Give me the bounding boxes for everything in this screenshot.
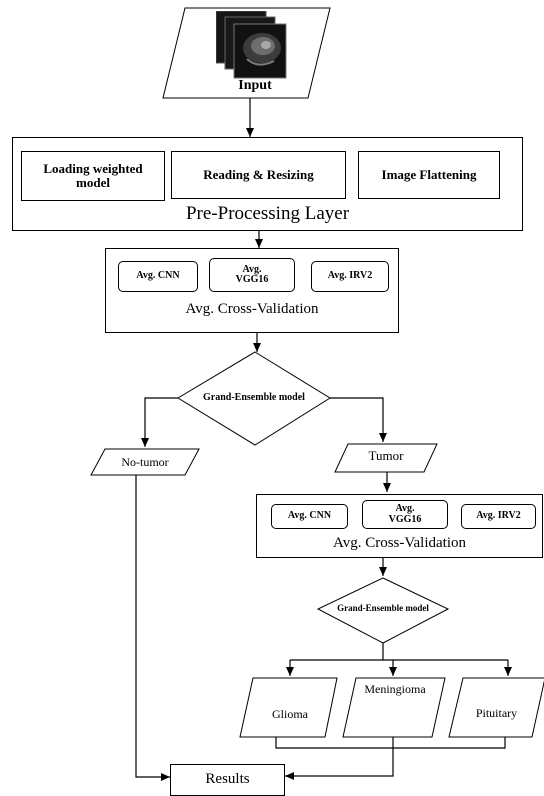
class-glioma-label: Glioma bbox=[272, 706, 308, 721]
connector-classes-join bbox=[275, 737, 506, 749]
arrow-decision-to-no-tumor bbox=[141, 397, 178, 447]
class-meningioma-label: Meningioma bbox=[364, 681, 426, 696]
cross-validation-1-title: Avg. Cross-Validation bbox=[185, 301, 319, 318]
preprocessing-step-flattening-label: Image Flattening bbox=[381, 167, 477, 183]
results-label: Results bbox=[205, 771, 250, 788]
preprocessing-title: Pre-Processing Layer bbox=[185, 203, 350, 225]
model-avg-vgg16-2-label: Avg. VGG16 bbox=[388, 503, 422, 525]
arrow-no-tumor-to-results bbox=[135, 475, 170, 781]
decision-2-label: Grand-Ensemble model bbox=[337, 603, 429, 614]
tumor-parallelogram bbox=[334, 443, 438, 473]
preprocessing-step-resizing-label: Reading & Resizing bbox=[203, 167, 314, 183]
preprocessing-step-flattening bbox=[358, 151, 500, 199]
class-pituitary-label: Pituitary bbox=[475, 705, 518, 720]
model-avg-irv2-1-label: Avg. IRV2 bbox=[327, 270, 373, 282]
model-avg-cnn-1 bbox=[118, 261, 198, 292]
tumor-label: Tumor bbox=[368, 448, 404, 464]
model-avg-irv2-2-label: Avg. IRV2 bbox=[476, 510, 521, 522]
model-avg-irv2-1 bbox=[311, 261, 389, 292]
pituitary-parallelogram bbox=[448, 677, 544, 738]
preprocessing-step-loading-label: Loading weighted model bbox=[43, 161, 143, 190]
no-tumor-label: No-tumor bbox=[121, 454, 169, 469]
input-label: Input bbox=[238, 77, 272, 93]
model-avg-irv2-2 bbox=[461, 504, 536, 529]
model-avg-vgg16-1 bbox=[209, 258, 295, 292]
arrow-decision-to-tumor bbox=[330, 397, 387, 442]
arrow-classes-to-results bbox=[285, 737, 394, 780]
brain-mri-scan-icon bbox=[216, 11, 287, 79]
glioma-parallelogram bbox=[239, 677, 338, 738]
model-avg-cnn-2 bbox=[271, 504, 348, 529]
model-avg-vgg16-1-label: Avg. VGG16 bbox=[235, 263, 269, 285]
model-avg-cnn-2-label: Avg. CNN bbox=[287, 510, 332, 522]
preprocessing-step-loading bbox=[21, 151, 165, 201]
preprocessing-step-resizing bbox=[171, 151, 346, 199]
meningioma-parallelogram bbox=[342, 677, 446, 738]
cross-validation-2-title: Avg. Cross-Validation bbox=[332, 535, 467, 552]
decision-1-diamond bbox=[177, 351, 331, 446]
model-avg-cnn-1-label: Avg. CNN bbox=[136, 270, 180, 282]
no-tumor-parallelogram bbox=[90, 448, 200, 476]
model-avg-vgg16-2 bbox=[362, 500, 448, 529]
decision-1-label: Grand-Ensemble model bbox=[203, 391, 305, 403]
